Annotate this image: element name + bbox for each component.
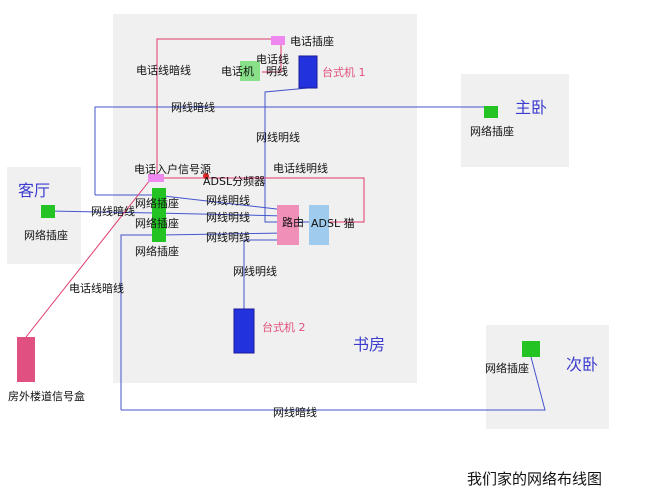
label-phone: 电话机 [221, 64, 254, 78]
outdoor-box [17, 337, 35, 382]
second-bedroom [486, 325, 609, 429]
room-label-second: 次卧 [566, 355, 598, 374]
label-net-exposed-1: 网线明线 [206, 193, 250, 207]
label-pc1: 台式机 1 [322, 65, 366, 79]
adsl-modem [309, 205, 329, 245]
label-net-exposed-4: 网线明线 [233, 264, 277, 278]
study-sockets [152, 188, 166, 242]
label-living-socket: 网络插座 [24, 228, 68, 242]
diagram-title: 我们家的网络布线图 [467, 470, 602, 488]
phone [240, 61, 260, 81]
label-phone-jack: 电话插座 [290, 34, 334, 48]
label-outdoor-phone-hidden: 电话线暗线 [69, 281, 124, 295]
pc1 [298, 55, 318, 89]
phone-jack [271, 36, 285, 45]
room-label-living: 客厅 [18, 181, 50, 200]
phone-line-hidden [156, 38, 278, 176]
label-exposed: 明线 [266, 64, 288, 78]
phone-line-outdoor [25, 179, 151, 338]
phone-line-exposed-phone [262, 44, 282, 73]
router [277, 205, 299, 245]
label-phone-exposed: 电话线明线 [273, 161, 328, 175]
label-phone-entry: 电话入户信号源 [134, 162, 211, 176]
net-line-master [94, 106, 491, 195]
label-master-socket: 网络插座 [470, 124, 514, 138]
label-net-exposed-3: 网线明线 [206, 230, 250, 244]
label-socket-1: 网络插座 [135, 196, 179, 210]
pc2 [233, 308, 255, 354]
label-socket-3: 网络插座 [135, 244, 179, 258]
label-phone-hidden-top: 电话线暗线 [136, 63, 191, 77]
label-second-socket: 网络插座 [485, 361, 529, 375]
label-pc2: 台式机 2 [262, 320, 306, 334]
label-socket-2: 网络插座 [135, 216, 179, 230]
adsl-splitter [203, 173, 209, 179]
phone-line-exposed [164, 177, 365, 223]
master-bedroom [461, 74, 569, 167]
master-socket [484, 106, 498, 118]
label-phone-line: 电话线 [256, 52, 289, 66]
net-line-pc1 [264, 87, 309, 223]
label-net-hidden-top: 网线暗线 [171, 100, 215, 114]
label-modem: ADSL 猫 [311, 217, 355, 230]
label-bottom-net-hidden: 网线暗线 [273, 405, 317, 419]
room-label-master: 主卧 [515, 98, 547, 117]
second-socket [522, 341, 540, 357]
label-router: 路由 [282, 215, 304, 229]
label-living-net-hidden: 网线暗线 [91, 204, 135, 218]
label-outdoor-box: 房外楼道信号盒 [8, 389, 85, 403]
label-net-exposed-2: 网线明线 [206, 210, 250, 224]
living-socket [41, 205, 55, 218]
label-adsl-splitter: ADSL分频器 [203, 174, 265, 188]
net-line-pc2 [243, 239, 285, 309]
net-line-second-bottom [121, 356, 546, 411]
net-line-second [120, 232, 286, 410]
label-net-exposed-top: 网线明线 [256, 130, 300, 144]
room-label-study: 书房 [353, 335, 385, 354]
phone-entry [148, 174, 164, 182]
